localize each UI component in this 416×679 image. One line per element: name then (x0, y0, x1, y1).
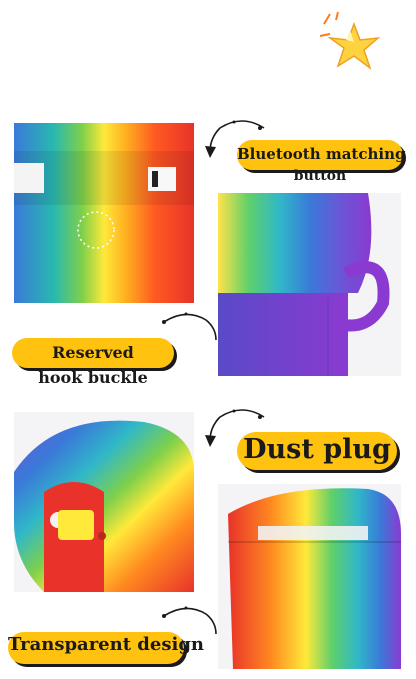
curved-arrow-icon-2 (160, 310, 220, 350)
reserved-label-line1: Reserved (52, 343, 134, 362)
curved-arrow-icon-3 (202, 405, 272, 453)
case-photo-dust-plug (14, 412, 194, 592)
case-photo-open-lid (14, 123, 194, 303)
dust-plug-label-pill (237, 432, 397, 470)
bluetooth-label-pill (237, 140, 403, 170)
curved-arrow-icon-4 (160, 604, 220, 644)
curved-arrow-icon (202, 116, 272, 164)
case-photo-hook (218, 193, 401, 376)
reserved-label-line2: hook buckle (38, 368, 148, 387)
case-photo-transparent (218, 484, 401, 669)
bluetooth-label-line1: Bluetooth matching (237, 145, 406, 163)
star-icon (316, 10, 382, 72)
bluetooth-label-line2: button (293, 168, 347, 184)
transparent-label-pill (8, 632, 184, 664)
reserved-label-pill (12, 338, 174, 368)
transparent-label: Transparent design (8, 634, 204, 655)
dust-plug-label: Dust plug (243, 434, 391, 465)
